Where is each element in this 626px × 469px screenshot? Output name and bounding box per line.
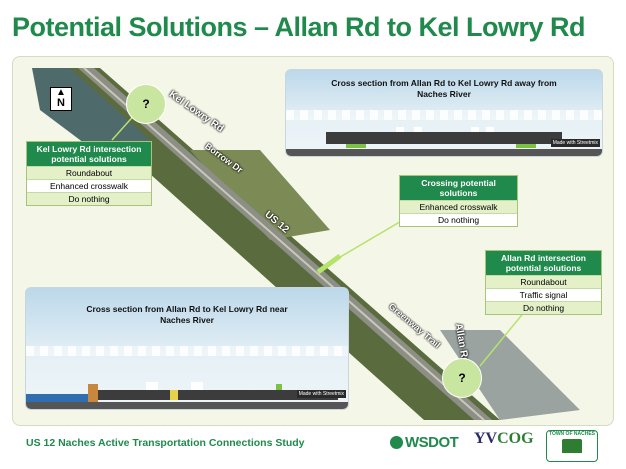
option-do-nothing: Do nothing [400,213,517,226]
leader-allan [479,304,531,367]
streetmix-watermark: Made with Streetmix [296,390,346,398]
option-do-nothing: Do nothing [27,192,151,205]
kel-lowry-solutions: Kel Lowry Rd intersection potential solu… [26,141,152,206]
cross-section-away-river: Cross section from Allan Rd to Kel Lowry… [285,69,603,157]
street-profile-bottom [26,382,338,402]
study-title: US 12 Naches Active Transportation Conne… [26,437,305,449]
cloud-band [286,110,602,120]
wsdot-logo-icon [390,436,403,449]
kel-lowry-header: Kel Lowry Rd intersection potential solu… [27,142,151,166]
street-profile-top [326,127,562,148]
field-area [190,150,330,240]
marker-kel-lowry[interactable]: ? [126,84,166,124]
option-enhanced-crosswalk: Enhanced crosswalk [400,200,517,213]
cross-section-near-river: Cross section from Allan Rd to Kel Lowry… [25,287,349,410]
marker-allan-rd[interactable]: ? [442,358,482,398]
greenway-trail-line [83,67,485,421]
cloud-band [26,346,348,356]
yvcog-logo: YVCOG [474,430,534,447]
crossing-header: Crossing potential solutions [400,176,517,200]
cross-section-caption: Cross section from Allan Rd to Kel Lowry… [331,78,557,99]
wsdot-logo: WSDOT [390,434,459,451]
ground [286,149,602,156]
north-arrow-icon: ▲N [50,87,72,111]
town-area [440,330,580,420]
option-traffic-signal: Traffic signal [486,288,601,301]
streetmix-watermark: Made with Streetmix [550,139,600,147]
crossing-solutions: Crossing potential solutions Enhanced cr… [399,175,518,227]
option-do-nothing: Do nothing [486,301,601,314]
option-enhanced-crosswalk: Enhanced crosswalk [27,179,151,192]
option-roundabout: Roundabout [27,166,151,179]
ground [26,402,348,409]
cross-section-caption: Cross section from Allan Rd to Kel Lowry… [86,304,288,325]
option-roundabout: Roundabout [486,275,601,288]
slide-title: Potential Solutions – Allan Rd to Kel Lo… [12,12,586,42]
town-of-naches-logo: TOWN OF NACHES [546,430,598,462]
allan-rd-header: Allan Rd intersection potential solution… [486,251,601,275]
town-house-icon [562,439,582,453]
allan-rd-solutions: Allan Rd intersection potential solution… [485,250,602,315]
